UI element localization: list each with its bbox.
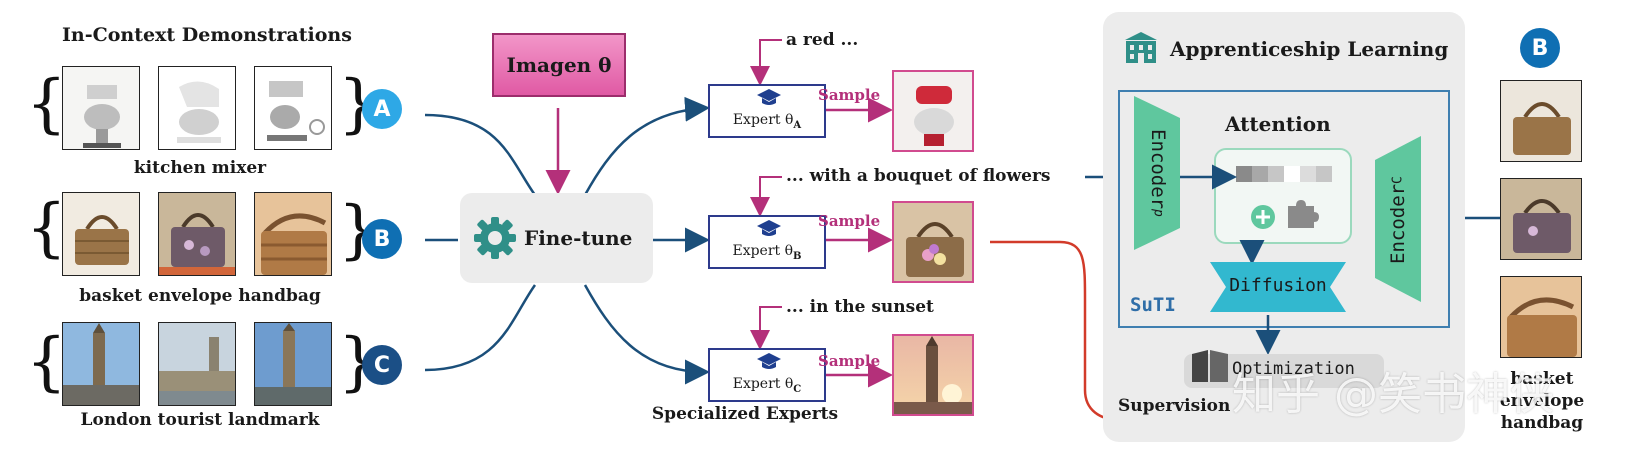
demos-title: In-Context Demonstrations — [62, 24, 352, 46]
suti-inner-arrows — [1180, 164, 1281, 355]
right-handbag-image-1 — [1500, 80, 1582, 162]
sample-label-a: Sample — [818, 86, 881, 104]
gear-icon — [472, 215, 518, 265]
right-caption: basket envelope handbag — [1494, 368, 1590, 434]
right-caption-line-1: basket — [1510, 369, 1574, 389]
badge-b-right: B — [1520, 28, 1560, 68]
expert-c-sub: C — [793, 384, 802, 395]
finetune-label: Fine-tune — [524, 226, 633, 250]
handbag-image-2 — [158, 192, 236, 276]
imagen-box: Imagen θ — [492, 33, 626, 97]
encoder-p-sub: p — [1150, 209, 1166, 217]
expert-c-label: Expert θ — [732, 376, 794, 393]
attention-tokens — [1236, 166, 1332, 182]
right-handbag-image-2 — [1500, 178, 1582, 260]
expert-c: Expert θC — [708, 348, 826, 402]
sample-image-sunset — [892, 334, 974, 416]
sample-image-red-mixer — [892, 70, 974, 152]
encoder-p-shape — [1134, 96, 1180, 250]
left-brace-a: { — [26, 67, 67, 141]
diffusion-label: Diffusion — [1229, 275, 1327, 296]
sample-image-flower-bag — [892, 201, 974, 283]
encoder-c-shape — [1375, 136, 1421, 302]
graduation-cap-icon — [756, 352, 782, 376]
sample-label-b: Sample — [818, 212, 881, 230]
badge-b: B — [362, 219, 402, 259]
expert-b-label: Expert θ — [732, 243, 794, 260]
expert-a: Expert θA — [708, 84, 826, 138]
school-building-icon — [1122, 30, 1160, 70]
handbag-image-1 — [62, 192, 140, 276]
badge-a: A — [362, 89, 402, 129]
london-image-3 — [254, 322, 332, 406]
sample-label-c: Sample — [818, 352, 881, 370]
mixer-image-1 — [62, 66, 140, 150]
caption-london: London tourist landmark — [80, 410, 320, 430]
prompt-a: a red ... — [786, 30, 859, 50]
apprenticeship-title: Apprenticeship Learning — [1170, 37, 1449, 61]
london-image-2 — [158, 322, 236, 406]
prompt-b: ... with a bouquet of flowers — [786, 166, 1051, 186]
watermark: 知乎 @笑书神侠 — [1232, 369, 1554, 420]
imagen-label: Imagen θ — [506, 53, 612, 77]
graduation-cap-icon — [756, 88, 782, 112]
diffusion-shape — [1210, 262, 1346, 312]
graduation-cap-icon — [756, 219, 782, 243]
encoder-c-sub: C — [1390, 176, 1406, 184]
left-brace-b: { — [26, 191, 67, 265]
attention-label: Attention — [1225, 112, 1331, 136]
encoder-p-text: Encoder — [1147, 129, 1169, 210]
expert-a-label: Expert θ — [732, 112, 794, 129]
expert-b-sub: B — [793, 251, 802, 262]
left-brace-c: { — [26, 325, 67, 399]
puzzle-icon — [1284, 198, 1320, 234]
specialized-experts-caption: Specialized Experts — [651, 404, 839, 424]
book-icon — [1190, 348, 1230, 388]
prompt-c: ... in the sunset — [786, 297, 934, 317]
badge-c: C — [362, 345, 402, 385]
expert-a-sub: A — [793, 120, 802, 131]
expert-b: Expert θB — [708, 215, 826, 269]
optimization-label: Optimization — [1232, 359, 1355, 379]
london-image-1 — [62, 322, 140, 406]
right-handbag-image-3 — [1500, 276, 1582, 358]
encoder-c-text: Encoder — [1387, 183, 1409, 264]
mixer-image-2 — [158, 66, 236, 150]
handbag-image-3 — [254, 192, 332, 276]
right-caption-line-2: envelope — [1499, 391, 1585, 411]
finetune-box: Fine-tune — [460, 193, 653, 283]
plus-icon — [1250, 204, 1276, 234]
caption-handbag: basket envelope handbag — [79, 286, 321, 306]
suti-name-label: SuTI — [1130, 294, 1176, 316]
caption-kitchen-mixer: kitchen mixer — [133, 158, 267, 178]
suti-inner-box — [1118, 90, 1450, 328]
attention-block — [1214, 148, 1352, 244]
mixer-image-3 — [254, 66, 332, 150]
right-caption-line-3: handbag — [1500, 413, 1584, 433]
supervision-label: Supervision — [1118, 396, 1231, 416]
